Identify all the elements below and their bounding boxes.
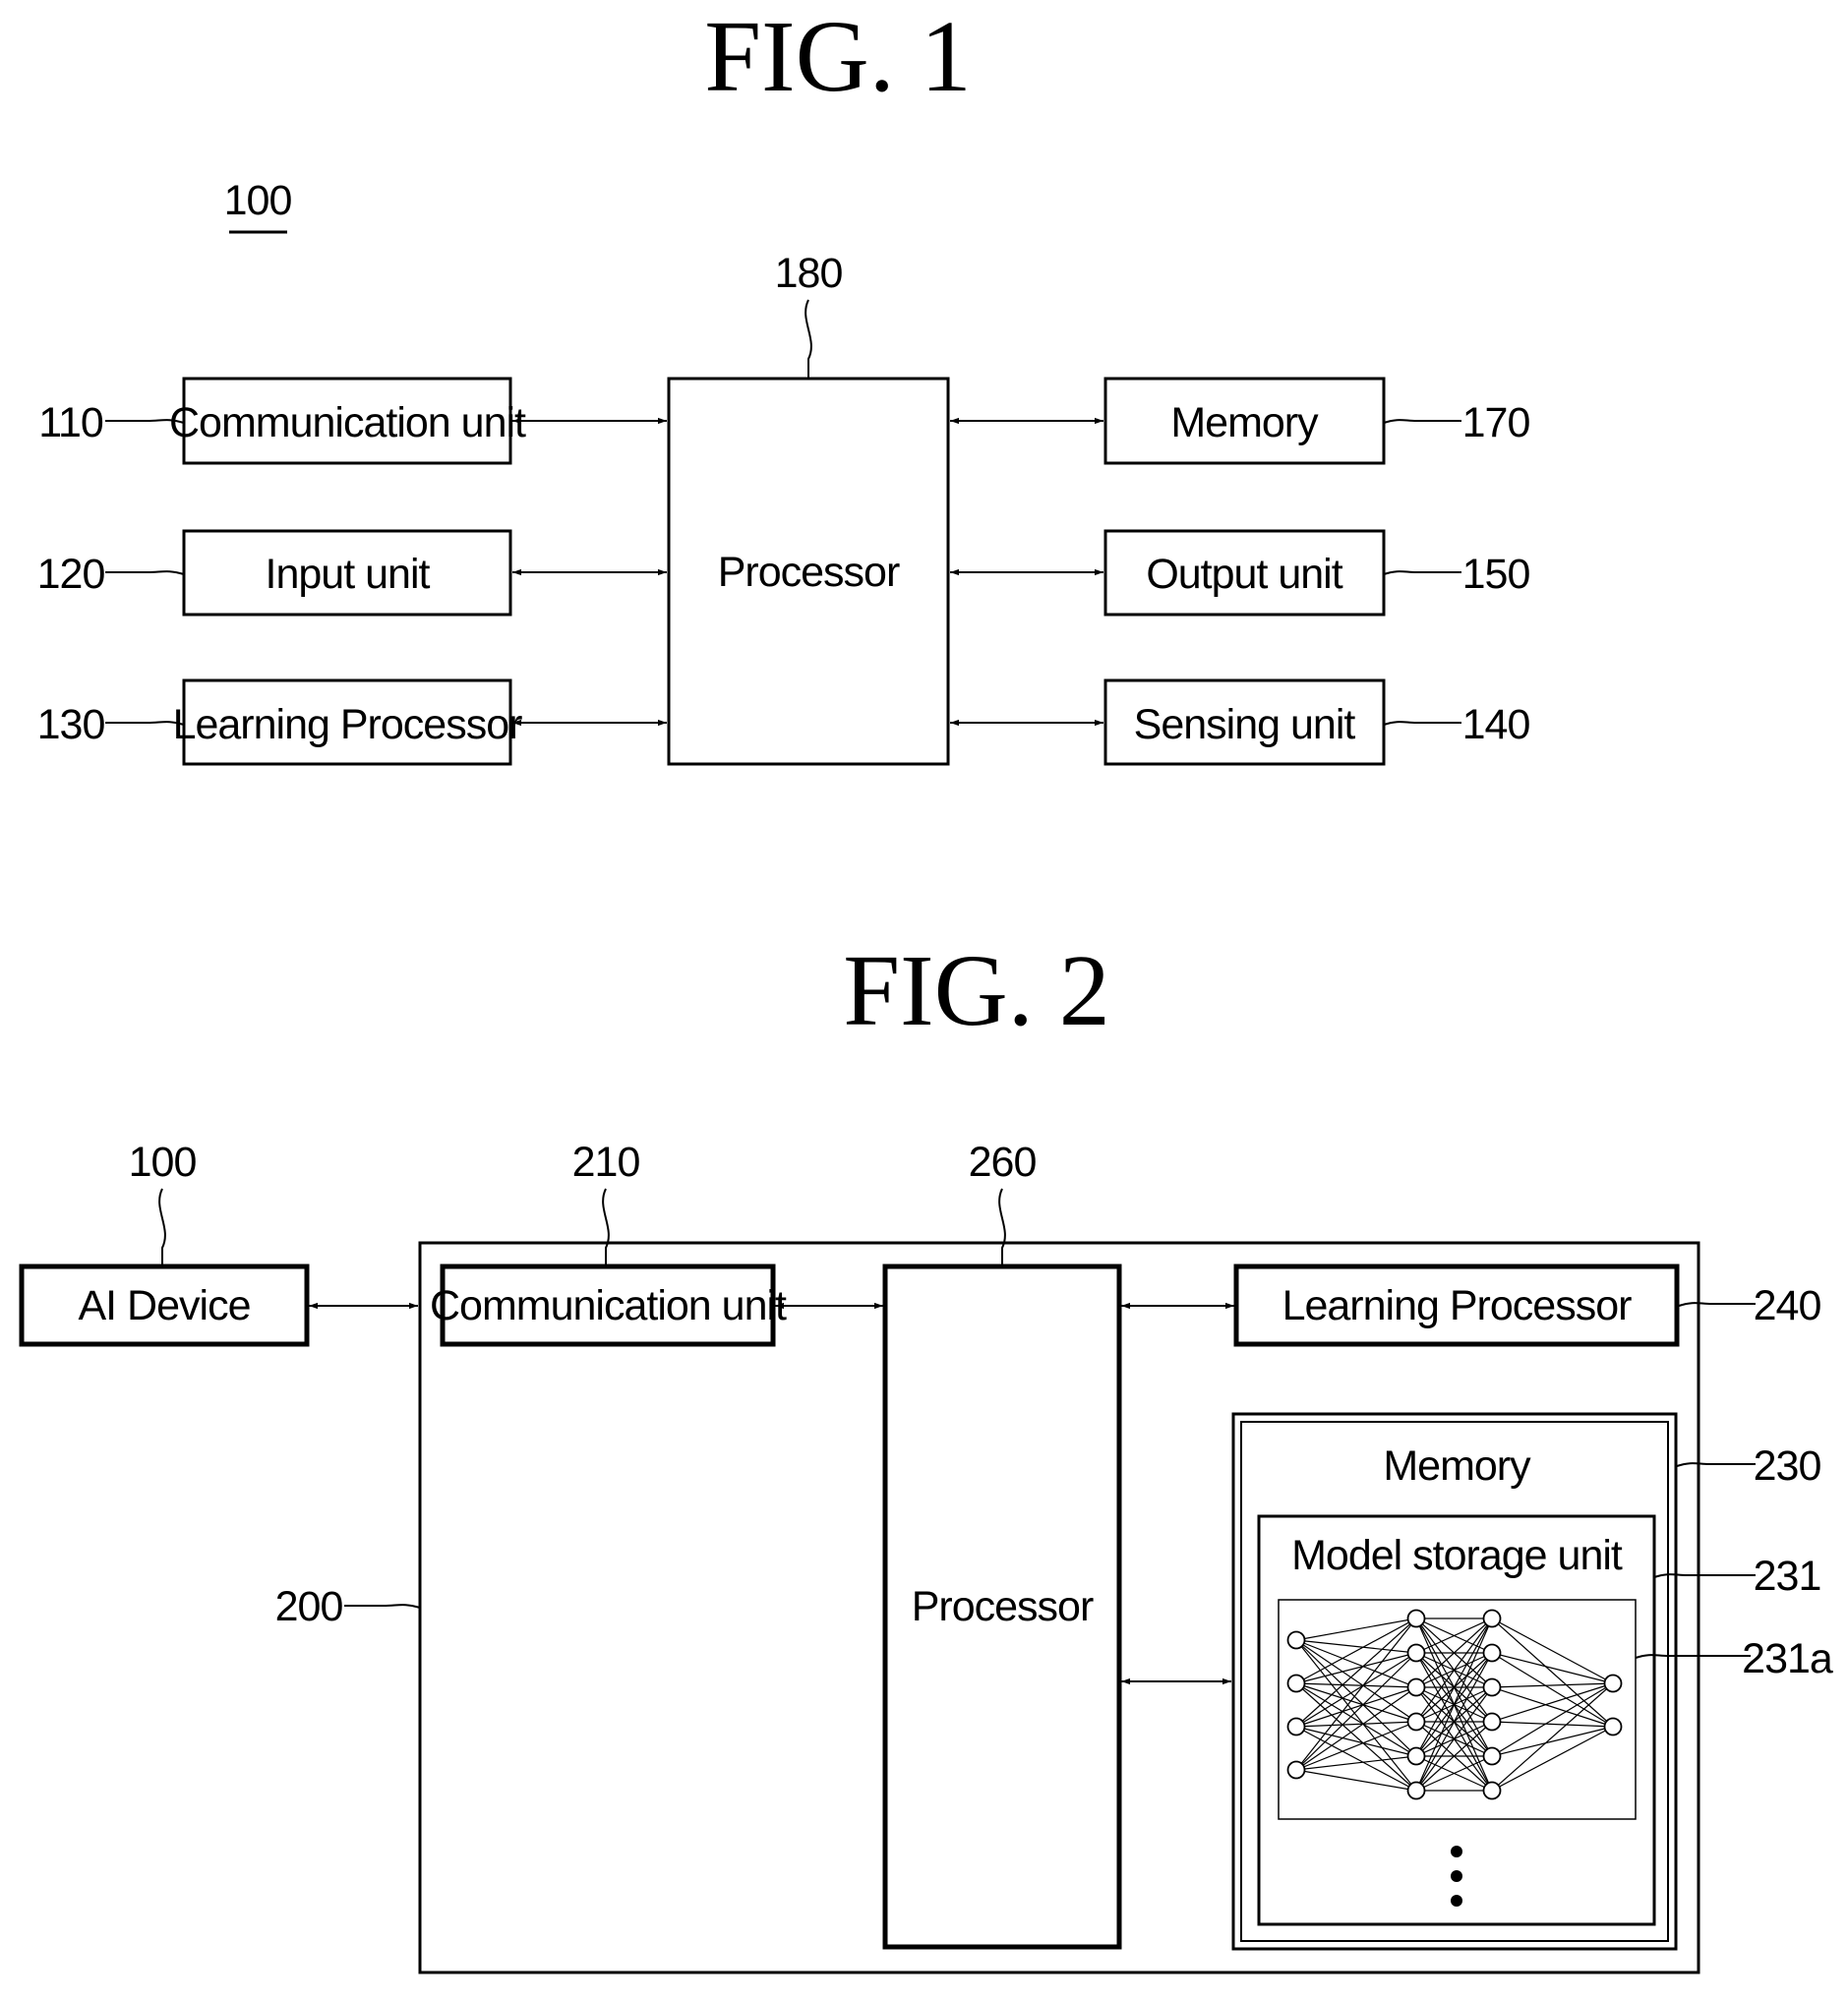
nn-node bbox=[1484, 1645, 1501, 1662]
nn-node bbox=[1484, 1783, 1501, 1799]
fig1-device-ref: 100 bbox=[224, 177, 292, 224]
fig1-learning-processor-ref: 130 bbox=[37, 701, 105, 748]
fig2-learning-processor-ref: 240 bbox=[1754, 1282, 1821, 1329]
fig1-memory-leader bbox=[1384, 420, 1461, 423]
fig1-communication-unit-ref: 110 bbox=[38, 399, 103, 446]
nn-node bbox=[1484, 1748, 1501, 1765]
fig1-input-unit-ref: 120 bbox=[37, 551, 105, 598]
fig1-learning-processor-label: Learning Processor bbox=[173, 701, 523, 748]
fig1-communication-unit-label: Communication unit bbox=[169, 399, 526, 446]
fig2-processor-ref: 260 bbox=[969, 1139, 1037, 1186]
fig1-output-unit-label: Output unit bbox=[1146, 551, 1342, 598]
nn-node bbox=[1288, 1719, 1305, 1735]
fig2-server-leader bbox=[344, 1605, 420, 1608]
nn-node bbox=[1408, 1748, 1425, 1765]
fig2-memory-ref: 230 bbox=[1754, 1442, 1821, 1490]
figure-1: FIG. 1 100 Processor 180 Communication u… bbox=[37, 0, 1530, 764]
nn-node bbox=[1605, 1719, 1622, 1735]
fig2-model-storage-label: Model storage unit bbox=[1291, 1532, 1623, 1579]
nn-node bbox=[1408, 1679, 1425, 1696]
fig2-communication-unit-ref: 210 bbox=[572, 1139, 640, 1186]
fig1-processor-leader bbox=[805, 300, 811, 379]
fig2-model-storage-ref: 231 bbox=[1754, 1553, 1821, 1600]
nn-node bbox=[1484, 1611, 1501, 1627]
nn-node bbox=[1408, 1783, 1425, 1799]
fig2-server-ref: 200 bbox=[275, 1583, 343, 1630]
nn-node bbox=[1288, 1632, 1305, 1649]
nn-node bbox=[1288, 1762, 1305, 1779]
nn-node bbox=[1408, 1611, 1425, 1627]
nn-node bbox=[1408, 1714, 1425, 1731]
figure-2: FIG. 2 AI Device 100 200 Communication u… bbox=[22, 934, 1833, 1972]
fig1-sensing-unit-ref: 140 bbox=[1462, 701, 1530, 748]
nn-node bbox=[1408, 1645, 1425, 1662]
fig2-model-ref: 231a bbox=[1742, 1635, 1833, 1682]
fig1-sensing-unit-leader bbox=[1384, 722, 1461, 725]
ellipsis-dot-1 bbox=[1451, 1846, 1462, 1857]
nn-node bbox=[1484, 1714, 1501, 1731]
nn-node bbox=[1484, 1679, 1501, 1696]
fig2-memory-label: Memory bbox=[1383, 1442, 1531, 1490]
fig2-ai-device-leader bbox=[159, 1189, 165, 1266]
fig1-processor-label: Processor bbox=[718, 549, 900, 596]
fig1-input-unit-label: Input unit bbox=[266, 551, 431, 598]
nn-node bbox=[1288, 1676, 1305, 1692]
fig1-memory-label: Memory bbox=[1170, 399, 1319, 446]
fig1-input-unit-leader bbox=[105, 571, 184, 574]
fig1-title: FIG. 1 bbox=[704, 0, 972, 113]
fig2-ai-device-ref: 100 bbox=[129, 1139, 197, 1186]
fig2-title: FIG. 2 bbox=[843, 934, 1110, 1047]
fig1-processor-ref: 180 bbox=[775, 250, 843, 297]
fig1-output-unit-leader bbox=[1384, 571, 1461, 574]
nn-node bbox=[1605, 1676, 1622, 1692]
ellipsis-dot-2 bbox=[1451, 1870, 1462, 1882]
fig2-learning-processor-label: Learning Processor bbox=[1282, 1282, 1633, 1329]
fig1-memory-ref: 170 bbox=[1462, 399, 1530, 446]
fig1-output-unit-ref: 150 bbox=[1462, 551, 1530, 598]
fig2-processor-label: Processor bbox=[912, 1583, 1094, 1630]
fig2-ai-device-label: AI Device bbox=[78, 1282, 250, 1329]
fig1-sensing-unit-label: Sensing unit bbox=[1134, 701, 1356, 748]
ellipsis-dot-3 bbox=[1451, 1895, 1462, 1907]
fig2-communication-unit-label: Communication unit bbox=[430, 1282, 787, 1329]
